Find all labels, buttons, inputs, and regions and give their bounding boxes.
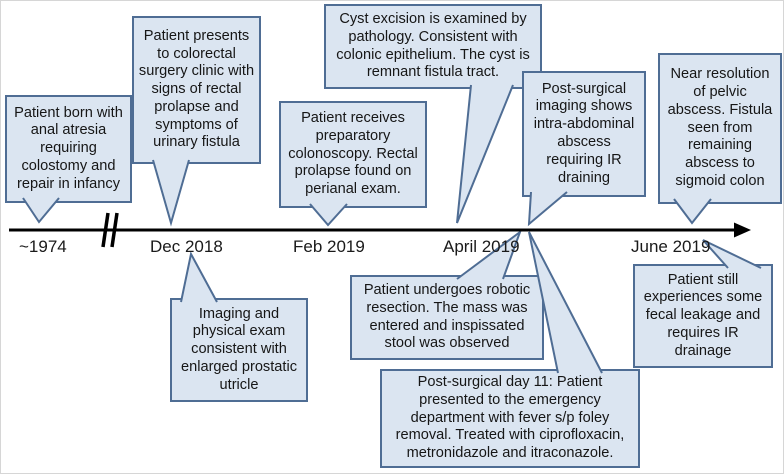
timeline-label-april-2019: April 2019 [443,237,520,256]
callout-text: Imaging and physical exam consistent wit… [180,305,297,393]
callout-birth-anal-atresia: Patient born with anal atresia requiring… [5,95,132,203]
timeline-label-1974: ~1974 [19,237,67,256]
callout-preparatory-colonoscopy: Patient receives preparatory colonoscopy… [279,101,427,208]
callout-text: Near resolution of pelvic abscess. Fistu… [667,66,773,189]
callout-text: Cyst excision is examined by pathology. … [336,10,530,81]
callout-enlarged-prostatic-utricle: Imaging and physical exam consistent wit… [170,298,308,402]
callout-postsurgical-imaging-abscess: Post-surgical imaging shows intra-abdomi… [522,71,646,197]
callout-cyst-pathology: Cyst excision is examined by pathology. … [324,4,542,89]
timeline-label-feb-2019: Feb 2019 [293,237,365,256]
callout-fecal-leakage-ir-drainage: Patient still experiences some fecal lea… [633,264,773,368]
timeline-arrowhead-icon [734,222,751,238]
callout-text: Patient born with anal atresia requiring… [14,104,123,192]
callout-text: Patient presents to colorectal surgery c… [138,27,255,151]
axis-break-icon [101,212,119,248]
callout-robotic-resection: Patient undergoes robotic resection. The… [350,275,544,360]
callout-text: Post-surgical day 11: Patient presented … [395,374,625,462]
callout-text: Patient undergoes robotic resection. The… [363,281,531,352]
callout-abscess-near-resolution: Near resolution of pelvic abscess. Fistu… [658,53,782,204]
callout-postsurgical-day-11: Post-surgical day 11: Patient presented … [380,369,640,468]
callout-text: Post-surgical imaging shows intra-abdomi… [533,80,635,186]
callout-text: Patient receives preparatory colonoscopy… [288,110,418,198]
timeline-label-dec-2018: Dec 2018 [150,237,223,256]
callout-colorectal-presentation: Patient presents to colorectal surgery c… [132,16,261,164]
timeline-label-june-2019: June 2019 [631,237,711,256]
callout-text: Patient still experiences some fecal lea… [643,271,763,359]
